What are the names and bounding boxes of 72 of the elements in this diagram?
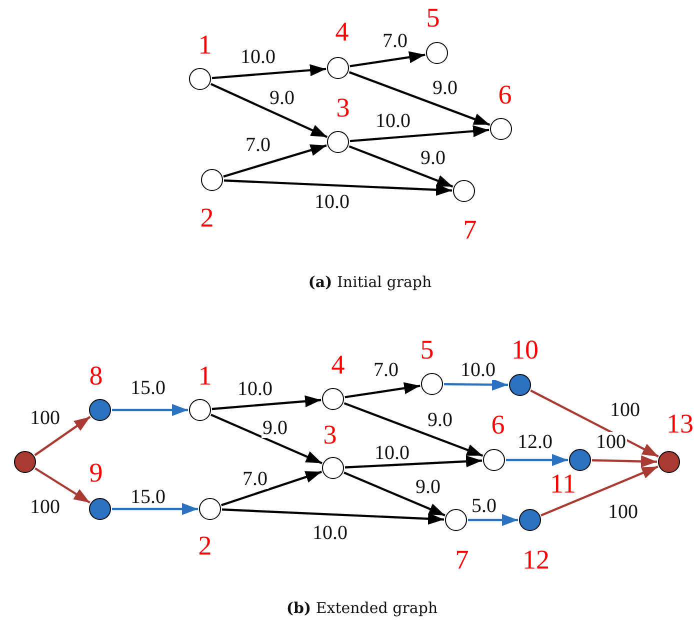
arrow [350,125,490,142]
arrow [540,466,658,516]
node-number: 1 [198,362,212,390]
node-circle [658,451,680,473]
node-number: 6 [498,82,512,108]
arrow [212,395,322,410]
node-circle [569,449,591,471]
arrow [350,51,426,68]
arrow [210,414,322,464]
figure-caption: (a) Initial graph [308,273,432,291]
node-circle [14,451,36,473]
node-number: 3 [323,422,337,448]
node-circle [519,509,541,531]
arrow [344,455,482,468]
node-circle [322,457,344,479]
node-circle [322,388,344,410]
arrow [212,64,326,80]
arrow [506,454,568,466]
node-circle [199,498,221,520]
node-number: 12 [522,546,550,574]
node-circle [89,498,111,520]
node-circle [201,169,223,191]
edge-label: 7.0 [242,469,268,489]
node-circle [509,374,531,396]
node-circle [490,118,512,140]
node-circle [327,57,349,79]
arrow [112,503,198,515]
arrow [348,145,454,188]
node-circle [426,42,448,64]
arrow [221,470,322,506]
node-number: 5 [420,336,434,364]
node-number: 2 [198,532,212,560]
node-number: 4 [331,352,345,378]
arrow [344,472,446,516]
node-circle [445,509,467,531]
node-number: 7 [455,546,469,574]
node-circle [421,373,443,395]
arrow [344,402,484,457]
arrow [348,71,490,126]
arrow [222,508,444,525]
node-number: 11 [550,470,576,498]
node-number: 1 [198,32,212,58]
node-circle [327,131,349,153]
node-circle [89,399,111,421]
node-number: 3 [336,94,350,122]
node-number: 13 [666,410,694,438]
node-number: 9 [89,460,103,486]
arrow [530,390,659,458]
arrow [468,514,518,526]
node-number: 8 [89,362,103,390]
figure-caption: (b) Extended graph [286,599,438,617]
node-circle [189,399,211,421]
node-circle [453,180,475,202]
arrow [223,144,327,178]
node-circle [189,68,211,90]
arrow [34,416,91,456]
node-circle [483,449,505,471]
edge-label: 10.0 [460,360,496,380]
edge-label: 9.0 [262,418,288,438]
arrow [224,179,452,196]
arrow [444,378,508,391]
node-number: 5 [426,4,440,32]
arrow [344,382,420,398]
node-number: 10 [512,336,538,364]
arrow [210,82,328,138]
arrow [112,404,188,416]
arrow [34,467,90,504]
node-number: 4 [335,18,349,46]
node-number: 2 [200,204,214,232]
node-number: 6 [491,412,505,438]
node-number: 7 [463,216,477,244]
arrow [592,455,658,468]
